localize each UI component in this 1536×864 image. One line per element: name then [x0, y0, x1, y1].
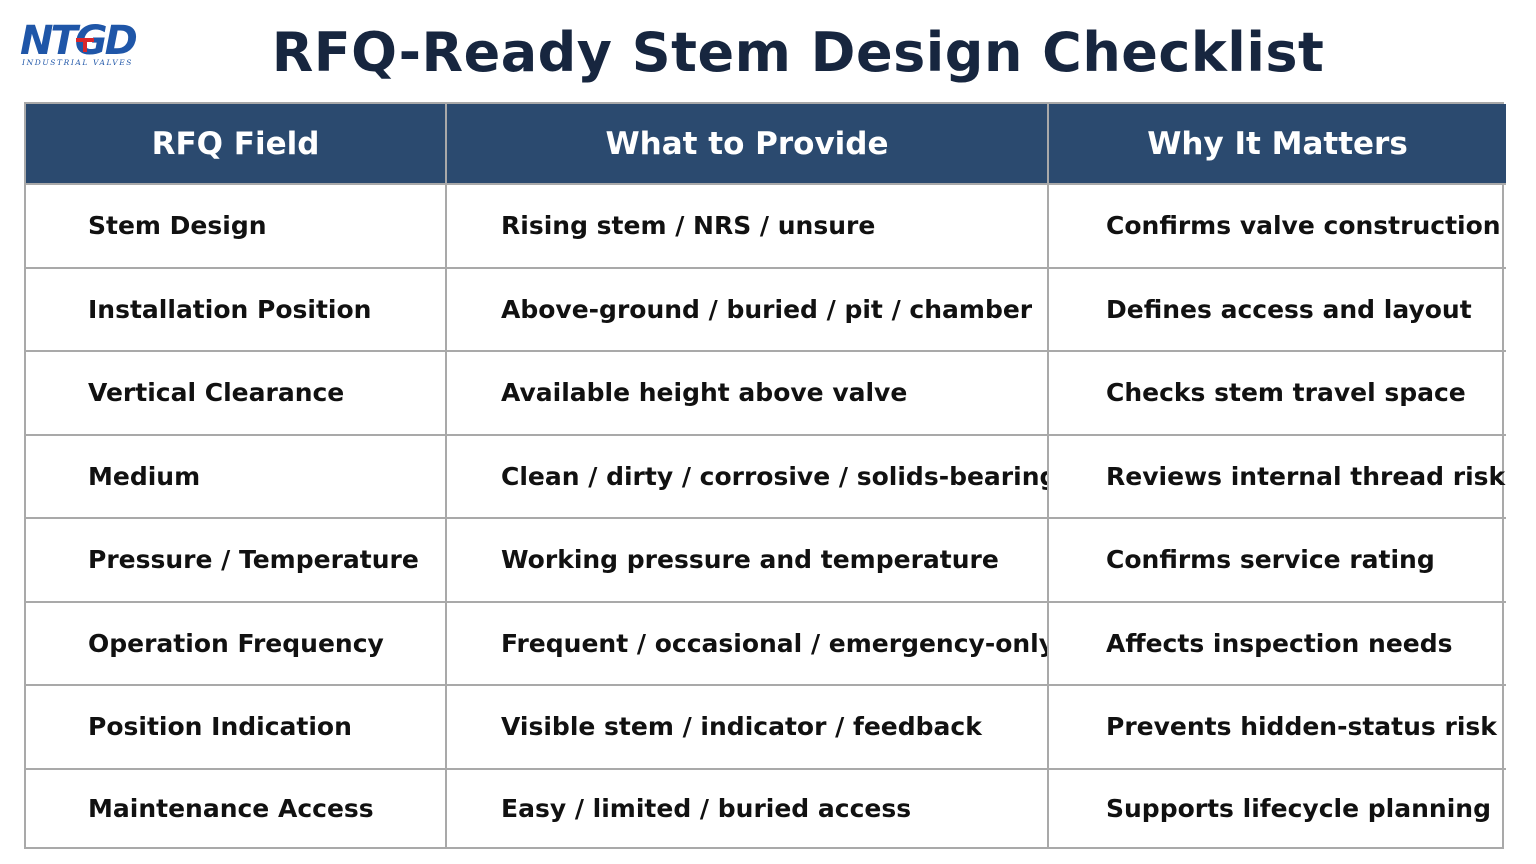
checklist-table-container: RFQ Field What to Provide Why It Matters…: [24, 102, 1506, 849]
rfq-field-cell: Operation Frequency: [26, 600, 447, 685]
rfq-field-cell: Installation Position: [26, 266, 447, 351]
page-title: RFQ-Ready Stem Design Checklist: [271, 21, 1325, 84]
rfq-field-cell: Position Indication: [26, 684, 447, 769]
why-it-matters-cell: Prevents hidden-status risk: [1048, 684, 1506, 769]
why-it-matters-cell: Confirms valve construction: [1048, 183, 1506, 268]
table-row: Vertical Clearance Available height abov…: [26, 350, 1506, 435]
rfq-field-cell: Vertical Clearance: [26, 350, 447, 435]
column-header-rfq-field: RFQ Field: [26, 104, 447, 184]
why-it-matters-cell: Confirms service rating: [1048, 517, 1506, 602]
table-row: Installation Position Above-ground / bur…: [26, 266, 1506, 351]
table-row: Position Indication Visible stem / indic…: [26, 684, 1506, 769]
checklist-table: RFQ Field What to Provide Why It Matters…: [26, 104, 1506, 847]
table-row: Medium Clean / dirty / corrosive / solid…: [26, 433, 1506, 518]
table-header-row: RFQ Field What to Provide Why It Matters: [26, 104, 1506, 184]
why-it-matters-cell: Defines access and layout: [1048, 266, 1506, 351]
rfq-field-cell: Stem Design: [26, 183, 447, 268]
table-row: Operation Frequency Frequent / occasiona…: [26, 600, 1506, 685]
what-to-provide-cell: Frequent / occasional / emergency-only: [446, 600, 1049, 685]
rfq-field-cell: Pressure / Temperature: [26, 517, 447, 602]
table-row: Maintenance Access Easy / limited / buri…: [26, 767, 1506, 847]
table-row: Stem Design Rising stem / NRS / unsure C…: [26, 183, 1506, 268]
rfq-field-cell: Maintenance Access: [26, 767, 447, 847]
svg-text:INDUSTRIAL VALVES: INDUSTRIAL VALVES: [21, 58, 133, 67]
why-it-matters-cell: Supports lifecycle planning: [1048, 767, 1506, 847]
what-to-provide-cell: Rising stem / NRS / unsure: [446, 183, 1049, 268]
column-header-what-to-provide: What to Provide: [446, 104, 1049, 184]
why-it-matters-cell: Affects inspection needs: [1048, 600, 1506, 685]
what-to-provide-cell: Easy / limited / buried access: [446, 767, 1049, 847]
what-to-provide-cell: Above-ground / buried / pit / chamber: [446, 266, 1049, 351]
what-to-provide-cell: Working pressure and temperature: [446, 517, 1049, 602]
what-to-provide-cell: Visible stem / indicator / feedback: [446, 684, 1049, 769]
column-header-why-it-matters: Why It Matters: [1048, 104, 1506, 184]
why-it-matters-cell: Reviews internal thread risk: [1048, 433, 1506, 518]
what-to-provide-cell: Available height above valve: [446, 350, 1049, 435]
table-row: Pressure / Temperature Working pressure …: [26, 517, 1506, 602]
company-logo: NTGD INDUSTRIAL VALVES: [18, 18, 152, 70]
what-to-provide-cell: Clean / dirty / corrosive / solids-beari…: [446, 433, 1049, 518]
why-it-matters-cell: Checks stem travel space: [1048, 350, 1506, 435]
rfq-field-cell: Medium: [26, 433, 447, 518]
